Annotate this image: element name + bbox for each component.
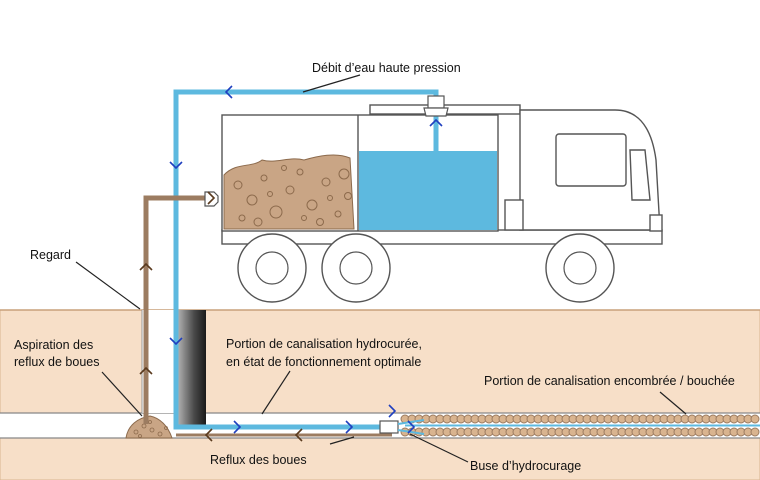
arrow-icon (139, 366, 153, 375)
hub-icon (563, 251, 597, 285)
sludge-dot (164, 426, 168, 430)
label-clean-pipe-2: en état de fonctionnement optimale (226, 355, 421, 369)
sludge-dot (157, 431, 163, 437)
arrow-icon (207, 191, 216, 205)
label-blocked-pipe: Portion de canalisation encombrée / bouc… (484, 374, 735, 388)
sludge-dot (285, 185, 295, 195)
suction-inlet-icon (204, 191, 219, 207)
label-nozzle: Buse d’hydrocurage (470, 459, 581, 473)
arrow-icon (345, 420, 354, 434)
sludge-dot (316, 218, 324, 226)
label-suction-1: Aspiration des (14, 338, 93, 352)
label-clean-pipe-1: Portion de canalisation hydrocurée, (226, 337, 422, 351)
mud-tank (223, 154, 355, 230)
leader-lines (75, 74, 687, 463)
ground (0, 309, 760, 480)
sludge-dot (133, 429, 139, 435)
sludge-dot (321, 177, 331, 187)
arrow-icon (407, 420, 416, 434)
sludge-dot (344, 192, 352, 200)
arrow-icon (388, 404, 397, 418)
arrow-icon (139, 262, 153, 271)
roof-pump-icon (423, 95, 449, 117)
sludge-dot (296, 168, 304, 176)
sludge-dot (233, 180, 243, 190)
label-suction-2: reflux de boues (14, 355, 99, 369)
water-tank (359, 151, 497, 230)
sludge-dot (306, 199, 318, 211)
label-manhole: Regard (30, 248, 71, 262)
sludge-dot (253, 217, 263, 227)
suction-line (143, 195, 205, 424)
sludge-dot (246, 194, 258, 206)
wheel-icon (321, 233, 391, 303)
arrow-icon (294, 428, 303, 442)
arrow-icon (429, 118, 443, 127)
wheel-icon (237, 233, 307, 303)
sludge-dot (281, 165, 287, 171)
sludge-dot (334, 210, 342, 218)
wheel-icon (545, 233, 615, 303)
coil-mark (750, 414, 760, 424)
sludge-dot (338, 168, 350, 180)
sludge-dot (301, 215, 307, 221)
sludge-dot (238, 214, 246, 222)
hub-icon (255, 251, 289, 285)
nozzle-icon (379, 419, 425, 435)
label-mud-backflow: Reflux des boues (210, 453, 307, 467)
sludge-dot (260, 174, 268, 182)
sludge-dot (267, 191, 273, 197)
arrow-icon (169, 337, 183, 346)
sludge-dot (269, 205, 283, 219)
flow-arrows (139, 85, 443, 442)
label-high-pressure: Débit d’eau haute pression (312, 61, 461, 75)
coil-mark (750, 427, 760, 437)
arrow-icon (169, 161, 183, 170)
sludge-dot (149, 427, 155, 433)
sludge-dot (327, 195, 333, 201)
labels: Débit d’eau haute pression Regard Aspira… (14, 61, 735, 473)
sludge-dot (138, 434, 142, 438)
arrow-icon (224, 85, 233, 99)
arrow-icon (204, 428, 213, 442)
hub-icon (339, 251, 373, 285)
blocked-pipe-deposit (400, 414, 760, 437)
arrow-icon (233, 420, 242, 434)
